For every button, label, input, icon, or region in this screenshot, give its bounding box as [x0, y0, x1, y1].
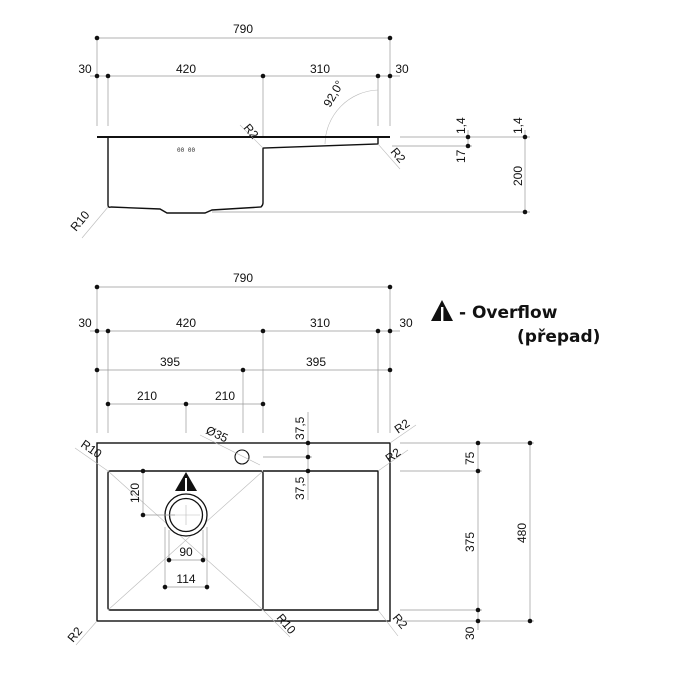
overflow-slots-icon: 00 00 — [177, 147, 195, 154]
plan-radius-top-right-outer: R2 — [392, 416, 413, 436]
tap-hole-icon — [234, 449, 250, 465]
side-view: 790 30 420 310 30 92,0° 00 00 R2 R2 R10 … — [68, 22, 530, 239]
dim-thickness-a: 1,4 — [454, 117, 468, 134]
plan-radius-bowl-bottom: R10 — [274, 611, 299, 637]
dim-drainboard-width: 310 — [310, 62, 330, 76]
drainboard-outline — [263, 470, 379, 611]
plan-radius-bottom-left: R2 — [65, 624, 86, 645]
radius-drain-end: R2 — [388, 145, 409, 166]
overflow-warning-icon — [175, 472, 197, 491]
plan-back-rim: 75 — [463, 451, 477, 465]
dim-overall-width: 790 — [233, 22, 253, 36]
plan-front-rim: 30 — [463, 626, 477, 640]
plan-waste-offset-left: 210 — [137, 389, 157, 403]
sink-outer-outline — [96, 442, 391, 622]
plan-waste-from-top: 120 — [128, 483, 142, 503]
dim-bowl-width: 420 — [176, 62, 196, 76]
plan-half-left: 395 — [160, 355, 180, 369]
plan-bowl-width: 420 — [176, 316, 196, 330]
dim-bowl-depth: 200 — [511, 166, 525, 186]
legend-overflow-label: - Overflow — [459, 303, 558, 323]
plan-waste-outer: 114 — [176, 572, 195, 586]
plan-waste-offset-right: 210 — [215, 389, 235, 403]
dim-thickness-b: 1,4 — [511, 117, 525, 134]
plan-waste-inner: 90 — [179, 545, 193, 559]
plan-tap-hole: Ø35 — [204, 423, 231, 445]
plan-view: 790 30 420 310 30 395 395 210 210 Ø35 37 — [65, 271, 534, 646]
plan-overall-width: 790 — [233, 271, 253, 285]
plan-tap-offset-bottom: 37,5 — [293, 476, 307, 500]
plan-tap-offset-top: 37,5 — [293, 416, 307, 440]
dim-right-rim: 30 — [395, 62, 409, 76]
plan-overall-depth: 480 — [515, 523, 529, 543]
plan-drainboard-width: 310 — [310, 316, 330, 330]
plan-bowl-length: 375 — [463, 532, 477, 552]
plan-right-rim: 30 — [399, 316, 413, 330]
bowl-outline — [107, 470, 264, 611]
overflow-legend-icon — [431, 300, 453, 321]
plan-left-rim: 30 — [78, 316, 92, 330]
plan-half-right: 395 — [306, 355, 326, 369]
plan-radius-top-right-inner: R2 — [383, 445, 404, 465]
sink-profile — [107, 137, 379, 214]
legend: - Overflow (přepad) — [431, 300, 600, 347]
legend-overflow-local: (přepad) — [517, 327, 600, 347]
dim-drain-depth: 17 — [454, 149, 468, 163]
radius-bowl-top: R2 — [241, 121, 262, 142]
dim-left-rim: 30 — [78, 62, 92, 76]
plan-radius-top-left: R10 — [78, 437, 104, 461]
